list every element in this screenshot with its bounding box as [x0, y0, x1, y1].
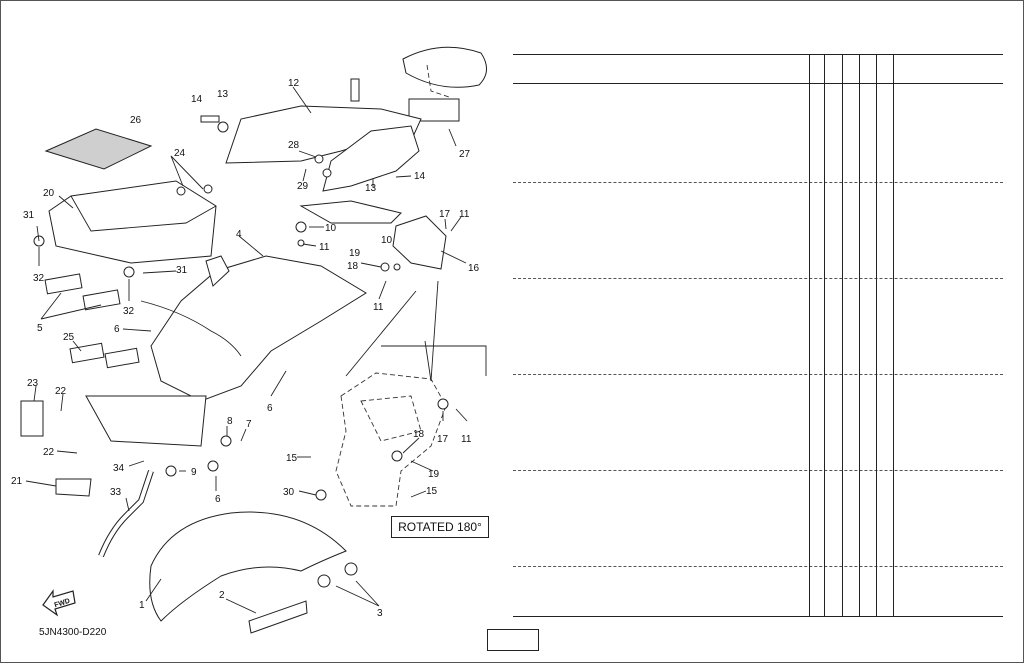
- diagram-code: 5JN4300-D220: [39, 627, 107, 638]
- rotated-view-drawing: [335, 372, 447, 507]
- callout-3: 3: [377, 608, 383, 619]
- fwd-label: FWD: [54, 598, 71, 610]
- table-column-rule: [876, 54, 877, 617]
- table-column-rule: [859, 54, 860, 617]
- taillight-lens-drawing: [402, 46, 487, 88]
- callout-14: 14: [414, 171, 426, 182]
- table-row-divider: [513, 182, 1003, 183]
- callout-28: 28: [288, 140, 300, 151]
- callout-10: 10: [381, 235, 393, 246]
- callout-17: 17: [437, 434, 449, 445]
- callout-14: 14: [191, 94, 203, 105]
- callout-24: 24: [174, 148, 186, 159]
- fwd-arrow-icon: FWD: [42, 589, 76, 617]
- callout-33: 33: [110, 487, 122, 498]
- callout-6: 6: [114, 324, 120, 335]
- callout-19: 19: [428, 469, 440, 480]
- callout-17: 17: [439, 209, 451, 220]
- seat-pad-drawing: [44, 128, 153, 170]
- callout-10: 10: [325, 223, 337, 234]
- callout-18: 18: [413, 429, 425, 440]
- callout-27: 27: [459, 149, 471, 160]
- callout-4: 4: [236, 229, 242, 240]
- table-bottom-rule: [513, 616, 1003, 617]
- table-row-divider: [513, 470, 1003, 471]
- callout-23: 23: [27, 378, 39, 389]
- table-row-divider: [513, 566, 1003, 567]
- table-row-divider: [513, 374, 1003, 375]
- callout-20: 20: [43, 188, 55, 199]
- table-column-rule: [842, 54, 843, 617]
- callout-11: 11: [461, 434, 472, 445]
- callout-5: 5: [37, 323, 43, 334]
- page-number-box: [487, 629, 539, 651]
- table-header-rule: [513, 83, 1003, 84]
- callout-13: 13: [217, 89, 229, 100]
- callout-30: 30: [283, 487, 295, 498]
- callout-13: 13: [365, 183, 377, 194]
- callout-26: 26: [130, 115, 142, 126]
- callout-6: 6: [267, 403, 273, 414]
- callout-11: 11: [373, 302, 384, 313]
- callout-11: 11: [319, 242, 330, 253]
- callout-16: 16: [468, 263, 480, 274]
- callout-31: 31: [176, 265, 188, 276]
- table-row-divider: [513, 278, 1003, 279]
- rotated-180-note: ROTATED 180°: [391, 516, 489, 538]
- callout-7: 7: [246, 419, 252, 430]
- callout-15: 15: [426, 486, 438, 497]
- callout-15: 15: [286, 453, 298, 464]
- table-top-rule: [513, 54, 1003, 55]
- parts-table-grid: [513, 54, 1003, 617]
- callout-32: 32: [123, 306, 135, 317]
- license-light-drawing: [408, 98, 460, 122]
- table-column-rule: [824, 54, 825, 617]
- callout-34: 34: [113, 463, 125, 474]
- callout-21: 21: [11, 476, 23, 487]
- mudguard-drawing: [392, 215, 447, 270]
- front-fender-drawing: [149, 511, 347, 622]
- callout-22: 22: [43, 447, 55, 458]
- callout-31: 31: [23, 210, 35, 221]
- callout-22: 22: [55, 386, 67, 397]
- exploded-parts-diagram: FWD 1 2 3 4 5 6 6 6 7 8 9 10 10 11 11 11…: [1, 1, 491, 662]
- callout-25: 25: [63, 332, 75, 343]
- callout-2: 2: [219, 590, 225, 601]
- callout-32: 32: [33, 273, 45, 284]
- battery-box-drawing: [48, 180, 217, 264]
- callout-9: 9: [191, 467, 197, 478]
- inner-fender-drawing: [150, 255, 367, 402]
- callout-18: 18: [347, 261, 359, 272]
- callout-1: 1: [139, 600, 145, 611]
- callout-19: 19: [349, 248, 361, 259]
- table-column-rule: [809, 54, 810, 617]
- callout-29: 29: [297, 181, 309, 192]
- callout-11: 11: [459, 209, 470, 220]
- callout-8: 8: [227, 416, 233, 427]
- table-column-rule: [893, 54, 894, 617]
- callout-6: 6: [215, 494, 221, 505]
- callout-12: 12: [288, 78, 300, 89]
